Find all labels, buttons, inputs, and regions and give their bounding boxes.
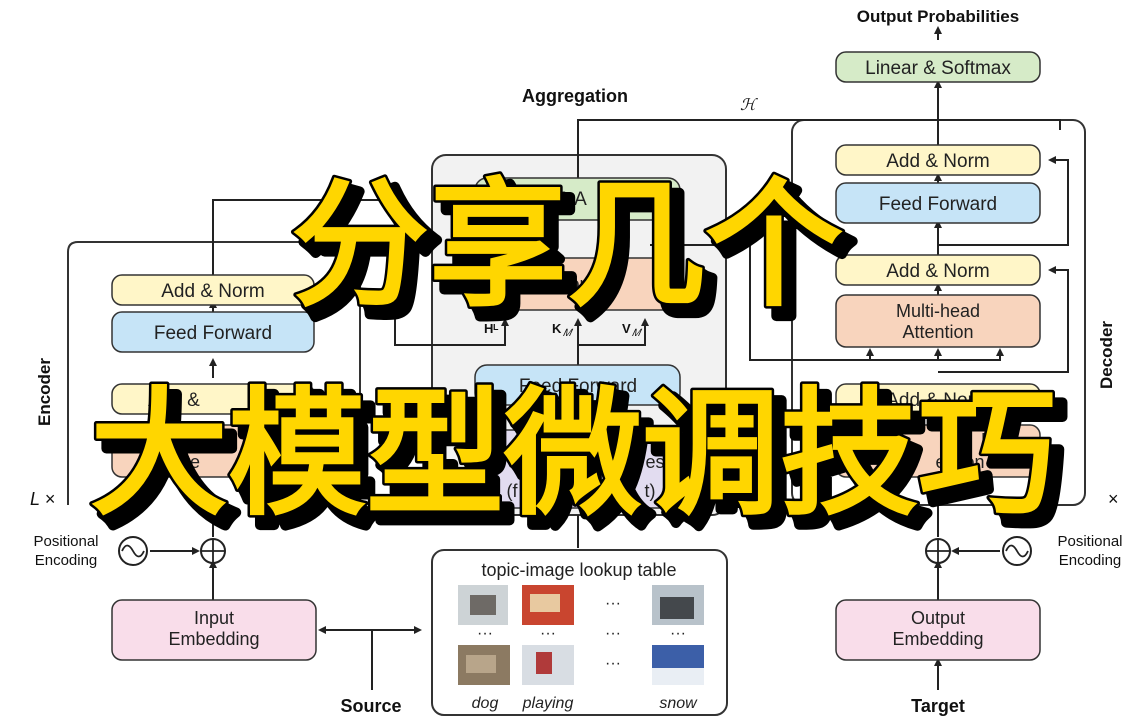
lookup-ellipsis-row2: ···	[605, 655, 621, 672]
h-l-label: Hᴸ	[484, 321, 498, 336]
input-embedding: Input Embedding	[111, 599, 317, 661]
decoder-feed-forward: Feed Forward	[835, 182, 1041, 224]
source-label: Source	[340, 696, 401, 716]
aggregation-image-label-2: (f	[507, 481, 519, 501]
overlay-line1-shadow: 分享几个	[301, 175, 853, 336]
h-script-label: ℋ	[740, 97, 758, 114]
input-embedding-label-2: Embedding	[168, 629, 259, 649]
decoder-mha-label-2: Attention	[902, 322, 973, 342]
decoder-multihead-attention: Multi-head Attention	[835, 294, 1041, 348]
aggregation-add-norm-label: & A	[557, 189, 587, 210]
lookup-ellipsis-row1: ···	[605, 595, 621, 612]
l-times-left: L ×	[30, 489, 55, 509]
overlay-line2-shadow: 大模型微调技巧	[100, 384, 1066, 545]
v-m-label: V	[622, 321, 631, 336]
caption-dog: dog	[472, 695, 499, 712]
decoder-add-norm-mid-label: Add & Norm	[886, 261, 989, 282]
pos-enc-left-1: Positional	[33, 533, 98, 550]
aggregation-attention-label: ttention	[530, 274, 589, 294]
decoder-masked-label-2: ention	[935, 452, 984, 472]
overlay-title-line1: 分享几个 分享几个	[288, 163, 858, 342]
lookup-ellipsis-v1: ···	[477, 625, 493, 642]
linear-softmax-label: Linear & Softmax	[865, 58, 1011, 79]
connectors	[150, 26, 1069, 690]
lookup-table: topic-image lookup table ··· ··· ··· ···…	[431, 549, 728, 716]
v-m-sub: 𝑀	[632, 328, 643, 339]
decoder-add-norm-low-label: Add & Norm	[886, 390, 989, 411]
overlay-title-line2: 大模型微调技巧 大模型微调技巧	[87, 372, 1071, 551]
decoder-add-norm-top: Add & Norm	[835, 144, 1041, 176]
aggregation-attention: ttention	[474, 257, 681, 311]
decoder-label: Decoder	[1097, 321, 1116, 389]
k-m-sub: 𝑀	[563, 328, 574, 339]
decoder-masked-label-1: Multi	[981, 430, 1019, 450]
h-script-inner-label: ℋ	[652, 235, 668, 250]
k-m-label: K	[552, 321, 562, 336]
input-embedding-label-1: Input	[194, 608, 234, 628]
left-add-circle-icon	[200, 538, 226, 564]
lookup-ellipsis-v3: ···	[605, 625, 621, 642]
aggregation-feed-forward: Feed Forward	[474, 364, 681, 406]
encoder-add-norm-low: Add &	[111, 383, 315, 415]
output-embedding: Output Embedding	[835, 599, 1041, 661]
caption-snow: snow	[659, 695, 698, 712]
linear-softmax-box: Linear & Softmax	[835, 51, 1041, 83]
output-embedding-label-1: Output	[911, 608, 965, 628]
aggregation-image-label-1: es	[645, 452, 664, 472]
encoder-multihead-attention: Atte	[111, 424, 315, 478]
lookup-ellipsis-v2: ···	[540, 625, 556, 642]
output-probabilities-label: Output Probabilities	[857, 7, 1019, 26]
encoder-feed-forward: Feed Forward	[111, 311, 315, 353]
encoder-label: Encoder	[35, 358, 54, 426]
aggregation-feed-forward-label: Feed Forward	[519, 376, 637, 397]
decoder-add-norm-low: Add & Norm	[835, 383, 1041, 415]
pos-enc-right-2: Encoding	[1059, 552, 1122, 569]
l-times-right: ×	[1108, 489, 1119, 509]
encoder-mha-label: Atte	[168, 452, 200, 472]
decoder-add-norm-mid: Add & Norm	[835, 254, 1041, 286]
left-sine-wave-icon	[118, 536, 148, 566]
lookup-table-title: topic-image lookup table	[481, 560, 676, 580]
right-sine-wave-icon	[1002, 536, 1032, 566]
aggregation-image-label-3: t)	[645, 481, 656, 501]
encoder-add-norm-top: Add & Norm	[111, 274, 315, 306]
encoder-frame	[67, 241, 361, 505]
pos-enc-left-2: Encoding	[35, 552, 98, 569]
output-embedding-label-2: Embedding	[892, 629, 983, 649]
aggregation-label: Aggregation	[522, 86, 628, 106]
overlay-line1-text: 分享几个	[291, 165, 843, 326]
target-label: Target	[911, 696, 965, 716]
overlay-line2-text: 大模型微调技巧	[90, 374, 1056, 535]
decoder-mha-label-1: Multi-head	[896, 301, 980, 321]
decoder-add-norm-top-label: Add & Norm	[886, 151, 989, 172]
decoder-feed-forward-label: Feed Forward	[879, 194, 997, 215]
encoder-add-norm-low-label: Add &	[148, 390, 200, 411]
pos-enc-right-1: Positional	[1057, 533, 1122, 550]
aggregation-image-features: es (f t)	[474, 429, 681, 509]
caption-playing: playing	[522, 695, 574, 712]
decoder-masked-attention: Multi ention	[835, 424, 1041, 478]
encoder-add-norm-top-label: Add & Norm	[161, 281, 264, 302]
aggregation-add-norm: & A	[474, 177, 681, 221]
lookup-ellipsis-v4: ···	[670, 625, 686, 642]
encoder-feed-forward-label: Feed Forward	[154, 323, 272, 344]
right-add-circle-icon	[925, 538, 951, 564]
